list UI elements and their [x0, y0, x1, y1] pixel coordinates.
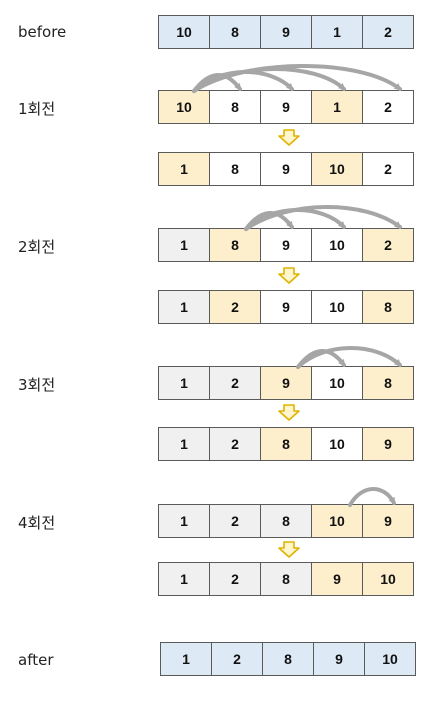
array-cell: 1 — [158, 504, 210, 538]
pass-4-label: 4회전 — [18, 514, 56, 532]
array-cell: 1 — [158, 427, 210, 461]
array-cell: 1 — [158, 152, 210, 186]
before-array: 10 8 9 1 2 — [158, 15, 414, 49]
array-cell: 1 — [158, 228, 210, 262]
array-cell: 8 — [260, 504, 312, 538]
down-arrow-icon — [278, 404, 300, 421]
array-cell: 1 — [160, 642, 212, 676]
pass-2-after-array: 1 2 9 10 8 — [158, 290, 414, 324]
array-cell: 8 — [260, 427, 312, 461]
array-cell: 9 — [362, 504, 414, 538]
array-cell: 8 — [209, 228, 261, 262]
array-cell: 8 — [260, 562, 312, 596]
array-cell: 2 — [211, 642, 263, 676]
down-arrow-icon — [278, 541, 300, 558]
pass-3-scan-arcs — [296, 346, 402, 369]
array-cell: 2 — [209, 366, 261, 400]
array-cell: 9 — [260, 15, 312, 49]
down-arrow-icon — [278, 267, 300, 284]
array-cell: 10 — [364, 642, 416, 676]
array-cell: 2 — [209, 427, 261, 461]
after-array: 1 2 8 9 10 — [160, 642, 416, 676]
pass-1-label: 1회전 — [18, 100, 56, 118]
array-cell: 8 — [362, 366, 414, 400]
pass-2-before-array: 1 8 9 10 2 — [158, 228, 414, 262]
pass-4-before-array: 1 2 8 10 9 — [158, 504, 414, 538]
array-cell: 8 — [209, 152, 261, 186]
array-cell: 8 — [262, 642, 314, 676]
array-cell: 9 — [260, 152, 312, 186]
array-cell: 1 — [158, 366, 210, 400]
pass-1-after-array: 1 8 9 10 2 — [158, 152, 414, 186]
pass-3-label: 3회전 — [18, 376, 56, 394]
pass-4-scan-arcs — [348, 487, 396, 507]
array-cell: 1 — [311, 15, 363, 49]
array-cell: 9 — [362, 427, 414, 461]
array-cell: 9 — [260, 290, 312, 324]
array-cell: 10 — [311, 504, 363, 538]
array-cell: 2 — [362, 152, 414, 186]
array-cell: 1 — [311, 90, 363, 124]
array-cell: 1 — [158, 290, 210, 324]
array-cell: 2 — [209, 562, 261, 596]
array-cell: 9 — [260, 90, 312, 124]
array-cell: 2 — [209, 504, 261, 538]
array-cell: 10 — [311, 427, 363, 461]
array-cell: 1 — [158, 562, 210, 596]
array-cell: 2 — [362, 15, 414, 49]
array-cell: 2 — [209, 290, 261, 324]
array-cell: 10 — [158, 90, 210, 124]
pass-1-scan-arcs — [192, 64, 402, 93]
pass-3-after-array: 1 2 8 10 9 — [158, 427, 414, 461]
array-cell: 9 — [313, 642, 365, 676]
array-cell: 10 — [158, 15, 210, 49]
pass-2-label: 2회전 — [18, 238, 56, 256]
array-cell: 10 — [362, 562, 414, 596]
array-cell: 9 — [311, 562, 363, 596]
pass-1-before-array: 10 8 9 1 2 — [158, 90, 414, 124]
array-cell: 10 — [311, 290, 363, 324]
array-cell: 8 — [362, 290, 414, 324]
before-label: before — [18, 23, 67, 41]
array-cell: 8 — [209, 15, 261, 49]
array-cell: 9 — [260, 366, 312, 400]
array-cell: 9 — [260, 228, 312, 262]
array-cell: 10 — [311, 152, 363, 186]
array-cell: 2 — [362, 90, 414, 124]
after-label: after — [18, 651, 54, 669]
array-cell: 10 — [311, 366, 363, 400]
pass-2-scan-arcs — [244, 205, 402, 231]
down-arrow-icon — [278, 129, 300, 146]
pass-3-before-array: 1 2 9 10 8 — [158, 366, 414, 400]
array-cell: 8 — [209, 90, 261, 124]
array-cell: 2 — [362, 228, 414, 262]
array-cell: 10 — [311, 228, 363, 262]
pass-4-after-array: 1 2 8 9 10 — [158, 562, 414, 596]
